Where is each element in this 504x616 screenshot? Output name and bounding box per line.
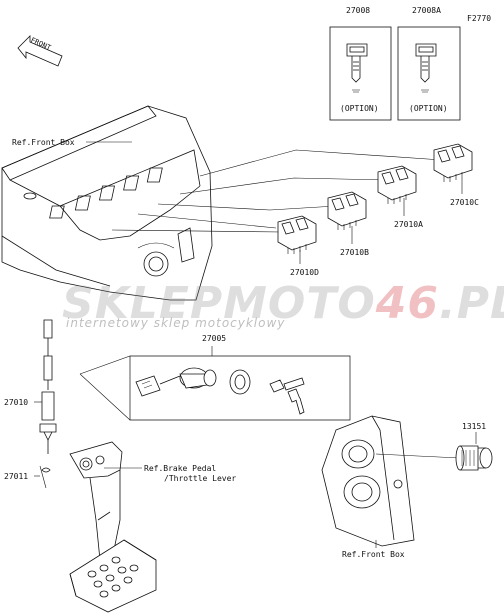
watermark-part4: .PL (438, 278, 504, 329)
brake-pedal (69, 441, 157, 613)
option-box-27008a (397, 26, 461, 121)
switch-27010c-icon (433, 143, 473, 182)
brake-switch-27010 (39, 319, 57, 454)
watermark-tagline: internetowy sklep motocyklowy (66, 316, 286, 330)
ref-front-box-bottom: Ref.Front Box (342, 550, 405, 559)
figure-code: F2770 (467, 14, 492, 23)
front-box-lower (321, 415, 461, 548)
part-27008a: 27008A (412, 6, 441, 15)
ignition-switch-27005 (79, 346, 351, 421)
part-27005: 27005 (202, 334, 227, 343)
key-27008-icon (346, 43, 368, 93)
ref-brake-pedal: Ref.Brake Pedal (144, 464, 217, 473)
part-27010: 27010 (4, 398, 29, 407)
watermark-part1: SKLEP (62, 278, 224, 329)
leader-lines (111, 149, 463, 264)
part-27010b: 27010B (340, 248, 369, 257)
option-label-a: (OPTION) (340, 104, 379, 113)
watermark-part2: MOTO (223, 278, 376, 329)
part-27010d: 27010D (290, 268, 319, 277)
socket-13151-icon (455, 432, 493, 471)
switch-27010a-icon (377, 165, 417, 204)
part-13151: 13151 (462, 422, 487, 431)
switch-27010d-icon (277, 215, 317, 254)
part-27008: 27008 (346, 6, 371, 15)
front-box-panel (1, 105, 213, 301)
part-27010c: 27010C (450, 198, 479, 207)
watermark-part3: 46 (375, 278, 439, 329)
ignition-keys-icon (269, 377, 305, 415)
switch-27010b-icon (327, 191, 367, 230)
option-label-b: (OPTION) (409, 104, 448, 113)
key-27008a-icon (415, 43, 437, 93)
ref-front-box-top: Ref.Front Box (12, 138, 75, 147)
option-box-27008 (329, 26, 392, 121)
ref-throttle-lever: /Throttle Lever (164, 474, 237, 483)
part-27010a: 27010A (394, 220, 423, 229)
front-arrow-icon (17, 35, 63, 67)
spring-27011-icon (34, 465, 51, 489)
watermark-logo: SKLEPMOTO46.PL (62, 278, 504, 329)
part-27011: 27011 (4, 472, 29, 481)
